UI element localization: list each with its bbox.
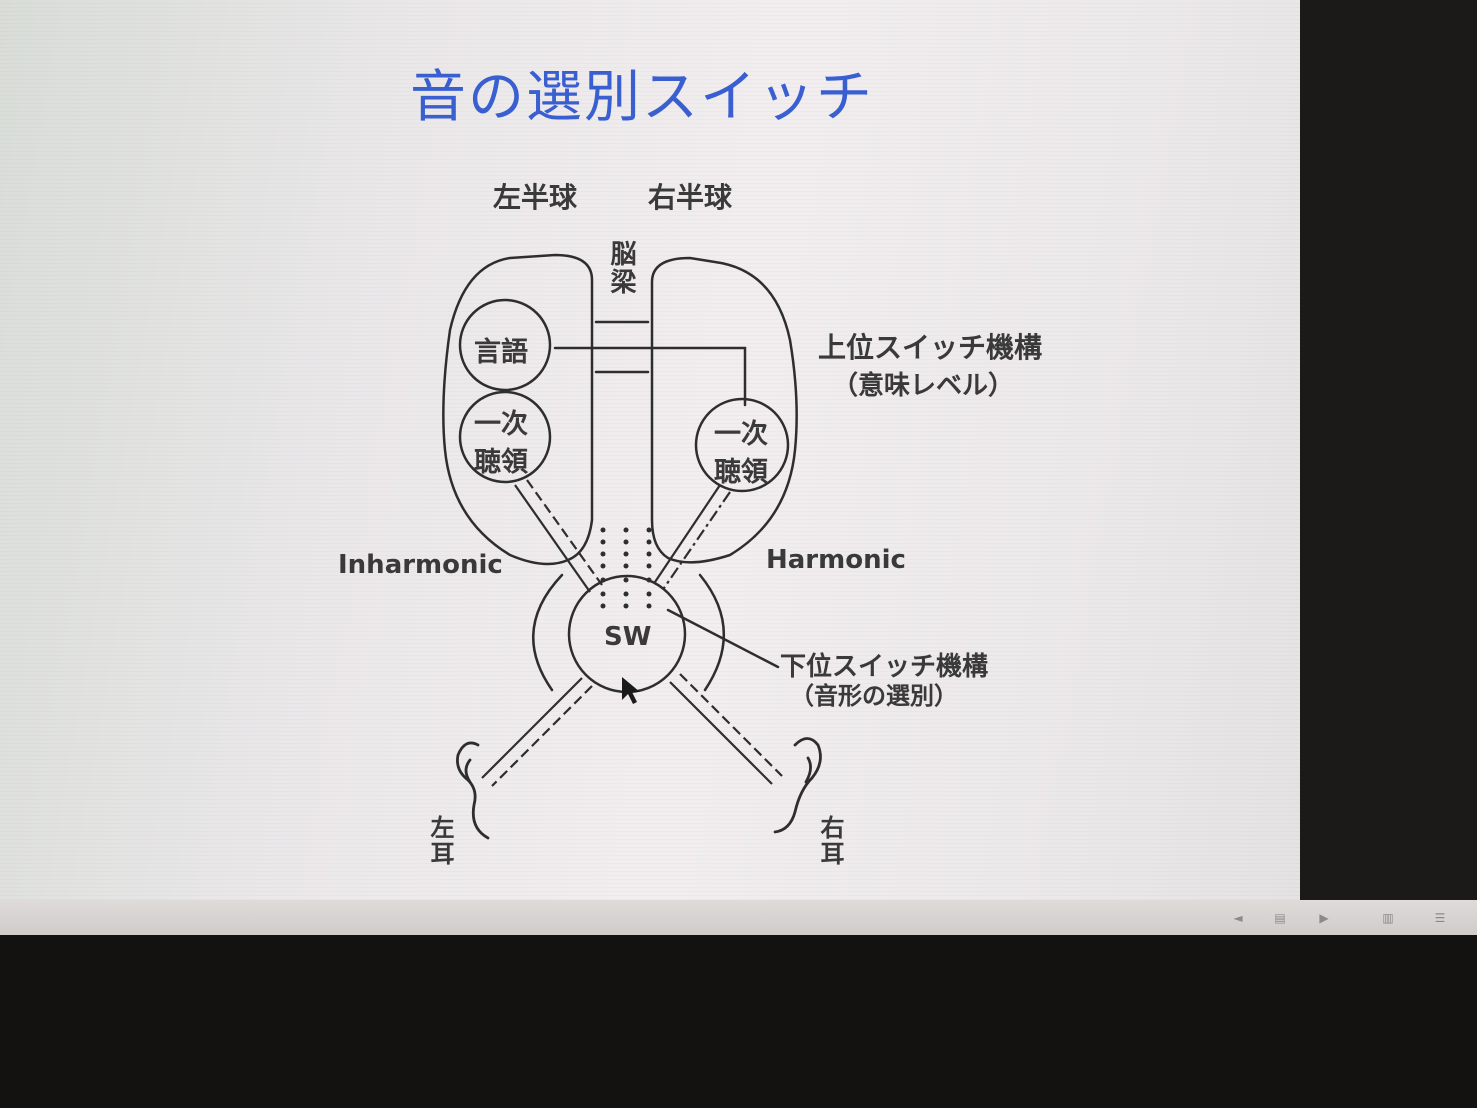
- sw-label: SW: [604, 622, 652, 652]
- upper-switch-label: 上位スイッチ機構: [818, 331, 1043, 364]
- right-ear-shape: [773, 737, 822, 834]
- left-ear-shape: [456, 741, 490, 840]
- left-hemisphere-label: 左半球: [493, 181, 578, 214]
- language-label: 言語: [474, 337, 528, 368]
- presentation-status-bar: ◄ ▤ ▶ ▥ ☰: [0, 900, 1477, 935]
- language-connection: [553, 346, 747, 407]
- reading-view-icon[interactable]: ☰: [1434, 911, 1446, 925]
- corpus-callosum-label: 脳梁: [606, 240, 636, 296]
- presentation-slide: 音の選別スイッチ: [0, 0, 1300, 900]
- right-ear-label: 右耳: [816, 815, 844, 867]
- mouse-cursor-icon: [622, 677, 640, 704]
- right-hemisphere-outline: [650, 256, 798, 564]
- harmonic-label: Harmonic: [766, 545, 906, 575]
- left-primary-label-2: 聴領: [474, 447, 528, 478]
- play-icon[interactable]: ▶: [1319, 911, 1329, 925]
- auditory-switch-diagram: [442, 253, 822, 840]
- left-primary-auditory-circle: [458, 390, 552, 484]
- lower-switch-sub-label: （音形の選別）: [790, 682, 958, 710]
- right-primary-label-1: 一次: [714, 419, 768, 450]
- right-primary-auditory-circle: [694, 397, 790, 493]
- lower-switch-label: 下位スイッチ機構: [780, 652, 989, 682]
- notes-icon[interactable]: ▤: [1274, 911, 1286, 925]
- left-primary-label-1: 一次: [474, 409, 528, 440]
- slide-sorter-icon[interactable]: ▥: [1382, 911, 1394, 925]
- left-ear-label: 左耳: [426, 815, 454, 867]
- upper-switch-sub-label: （意味レベル）: [832, 371, 1015, 401]
- right-primary-label-2: 聴領: [714, 457, 768, 488]
- monitor-screen: 音の選別スイッチ: [0, 0, 1477, 935]
- right-hemisphere-label: 右半球: [648, 181, 733, 214]
- inharmonic-label: Inharmonic: [338, 550, 503, 580]
- language-circle: [458, 298, 552, 392]
- slide-title: 音の選別スイッチ: [410, 65, 874, 130]
- prev-icon[interactable]: ◄: [1233, 911, 1243, 925]
